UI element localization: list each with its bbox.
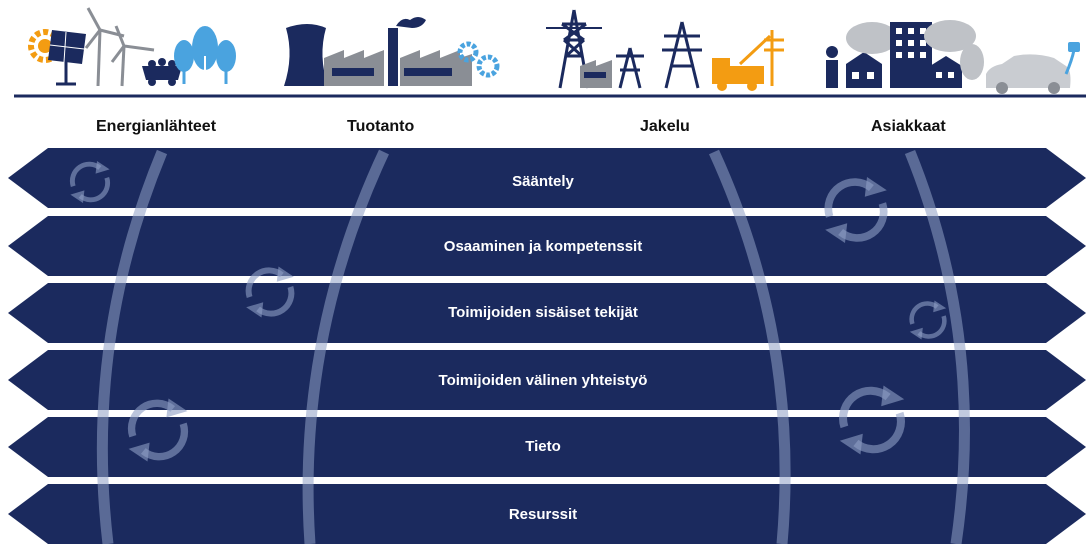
band-label-internal-factors: Toimijoiden sisäiset tekijät: [448, 304, 638, 321]
band-label-resources: Resurssit: [508, 506, 578, 523]
tree-icon: [924, 20, 984, 80]
factory-icon: [388, 17, 472, 86]
band-label-regulation: Sääntely: [512, 173, 574, 190]
band-arrow-5: [8, 484, 1086, 544]
power-pylon-icon: [616, 47, 644, 89]
solar-panel-icon: [48, 30, 86, 86]
arc-distribution: [708, 149, 791, 544]
band-arrow-3: [8, 350, 1086, 410]
apartment-building-icon: [846, 22, 962, 88]
person-icon: [826, 46, 838, 88]
tree-icon: [174, 26, 236, 84]
cycle-icon: [839, 385, 905, 455]
cycle-icon: [245, 266, 295, 318]
cycle-icon: [127, 398, 189, 462]
band-label-competence: Osaaminen ja kompetenssit: [443, 238, 643, 255]
band-label-information: Tieto: [525, 438, 561, 455]
stage-arcs: [96, 149, 970, 544]
factory-icon: [324, 50, 384, 86]
band-stack: [8, 148, 1086, 544]
arc-energy-sources: [96, 149, 168, 544]
factory-icon: [580, 60, 612, 88]
power-pylon-icon: [662, 21, 702, 89]
band-arrow-0: [8, 148, 1086, 208]
cooling-tower-icon: [284, 24, 328, 86]
house-icon: [846, 52, 882, 88]
column-label-energy-sources: Energianlähteet: [96, 118, 217, 135]
band-arrow-2: [8, 283, 1086, 343]
power-pylon-icon: [546, 9, 602, 89]
arc-production: [302, 149, 389, 544]
band-arrow-1: [8, 216, 1086, 276]
column-label-production: Tuotanto: [347, 118, 415, 135]
electric-car-icon: [986, 42, 1080, 94]
column-label-distribution: Jakelu: [640, 118, 690, 135]
cycle-icon: [69, 161, 111, 203]
gear-icon: [457, 41, 500, 78]
column-label-customers: Asiakkaat: [871, 118, 946, 135]
band-arrow-4: [8, 417, 1086, 477]
wind-turbine-icon: [84, 7, 155, 87]
cycle-icons: [69, 161, 947, 462]
arc-customers: [904, 149, 970, 544]
coal-cart-icon: [142, 58, 182, 86]
icon-strip: [28, 7, 1080, 94]
cycle-icon: [909, 300, 947, 340]
utility-truck-icon: [712, 30, 784, 91]
band-label-cooperation: Toimijoiden välinen yhteistyö: [438, 372, 648, 389]
